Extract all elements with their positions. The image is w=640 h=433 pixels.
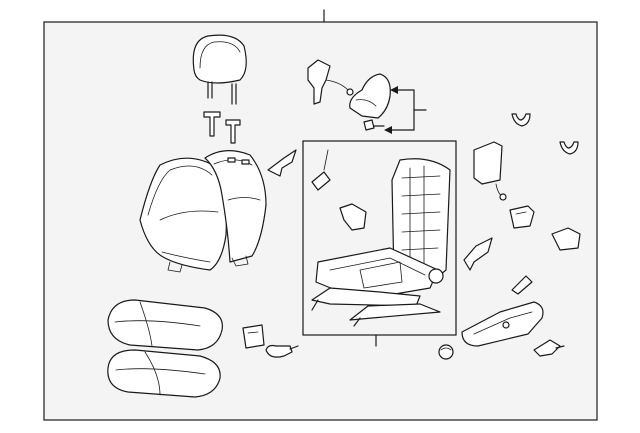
wire-harness: [311, 149, 331, 191]
seat-side-trim: [349, 73, 391, 131]
outer-shield-cover: [461, 301, 544, 347]
side-airbag-module: [473, 141, 507, 201]
side-cover-bracket: [267, 149, 297, 177]
cushion-clip: [242, 324, 265, 349]
seat-frame-assembly: [311, 158, 451, 327]
knob: [438, 344, 454, 360]
connector-plug: [265, 344, 299, 358]
hook-clip-top: [511, 113, 531, 127]
small-clip: [511, 275, 533, 295]
seat-belt-buckle: [307, 59, 354, 105]
headrest-guides: [203, 111, 241, 144]
callout-arrows: [384, 86, 427, 134]
headrest: [192, 34, 247, 105]
seat-bracket: [339, 203, 367, 231]
latch-cover: [551, 227, 581, 251]
seat-cushion-cover: [107, 299, 223, 351]
seat-frame-box: [302, 140, 457, 347]
seatback-cover: [139, 157, 227, 273]
seatback-pad: [204, 150, 267, 267]
hook-clip-right: [559, 141, 579, 155]
bracket-screw: [533, 339, 565, 357]
lever-bracket: [463, 237, 493, 271]
recliner-cover: [509, 205, 535, 229]
seat-cushion-pad: [107, 349, 221, 398]
